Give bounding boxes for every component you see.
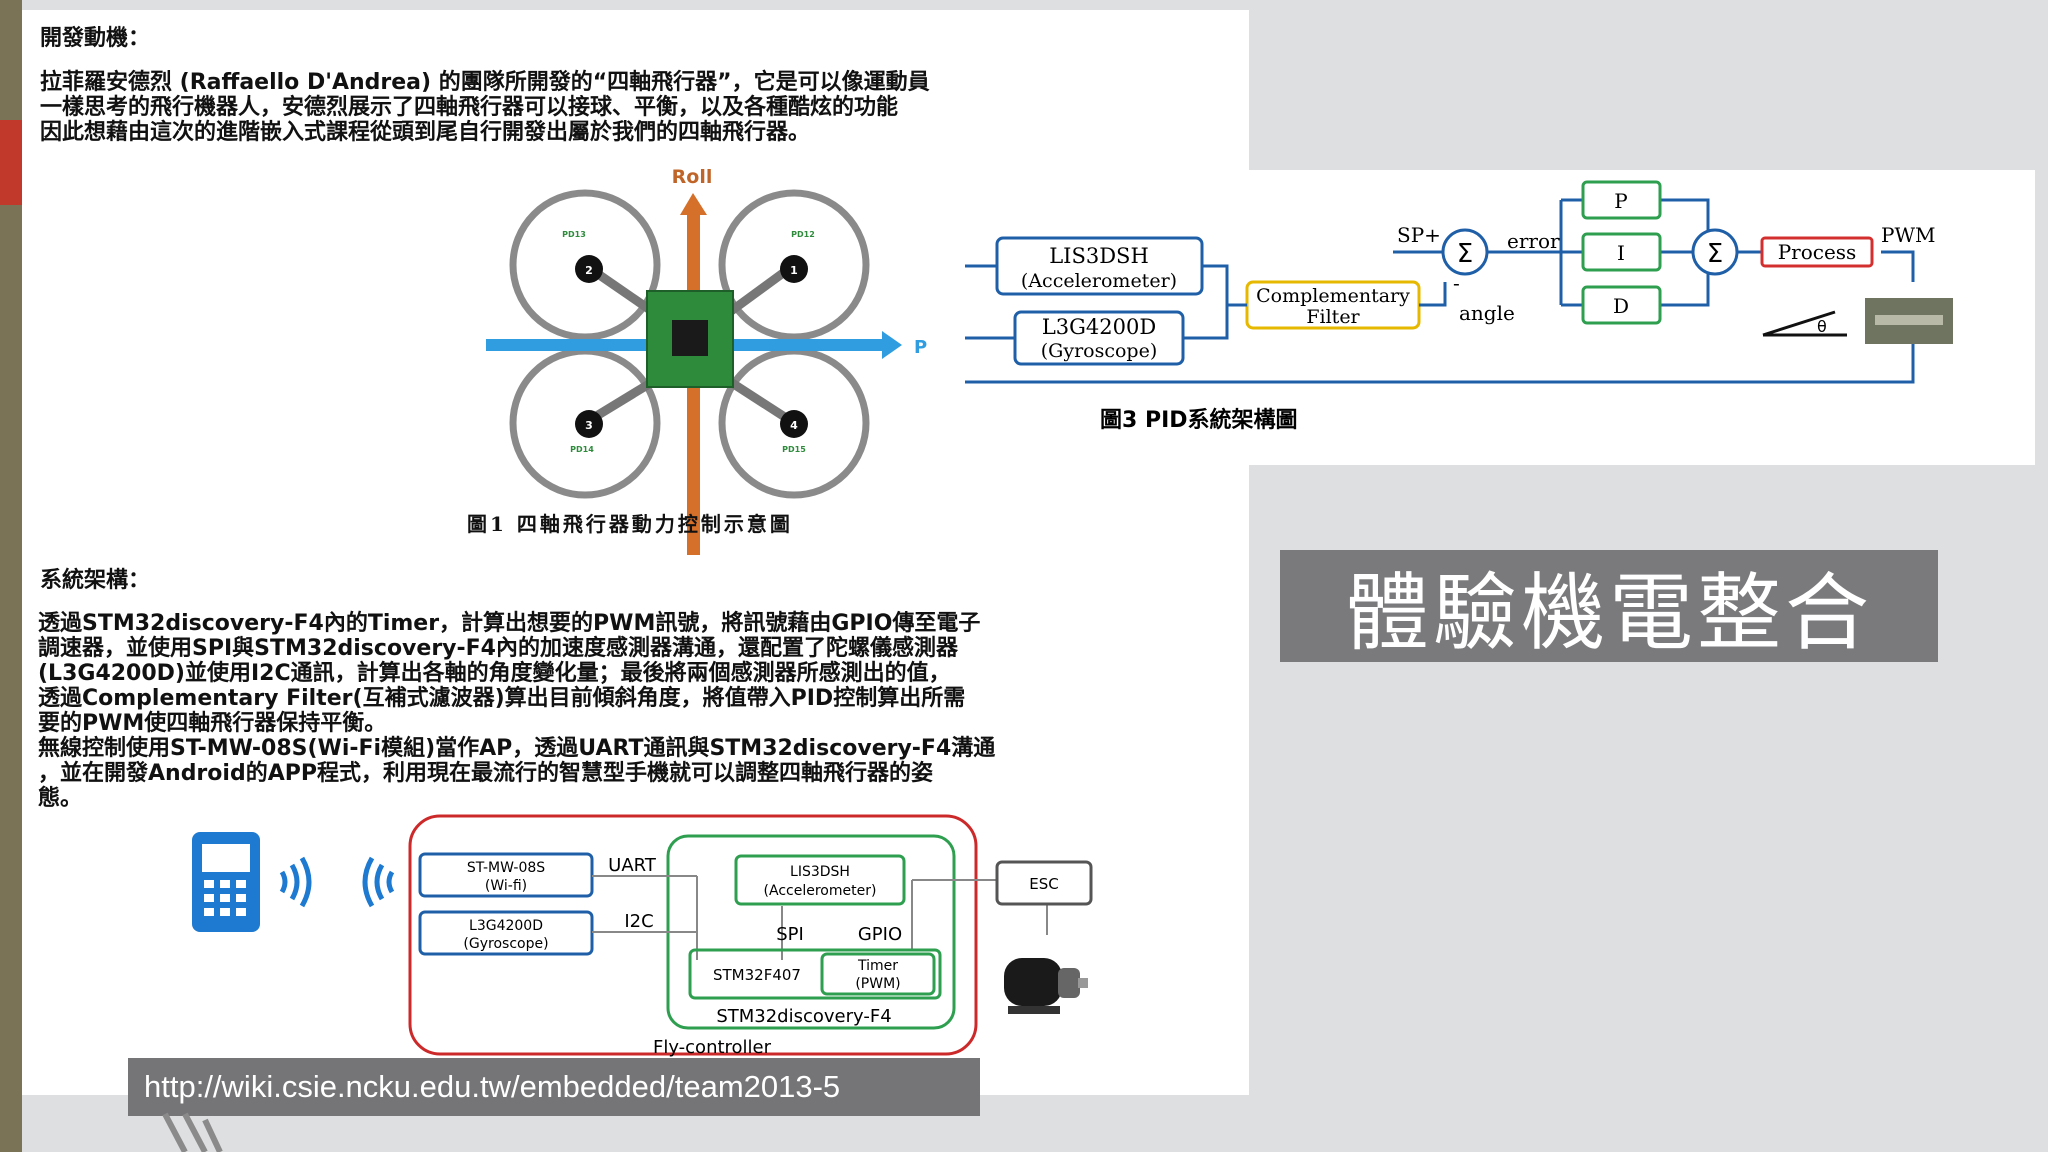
motor-2: 2 PD13 (562, 230, 603, 283)
architecture-line: 調速器，並使用SPI與STM32discovery-F4內的加速度感測器溝通，還… (38, 636, 958, 661)
motivation-heading: 開發動機： (40, 26, 151, 51)
sum-symbol: Σ (1707, 239, 1723, 269)
motor-number: 1 (790, 264, 798, 277)
motor-3: 3 PD14 (570, 410, 603, 454)
i-label: I (1617, 241, 1625, 265)
i2c-label: I2C (624, 911, 653, 932)
setpoint-label: SP+ (1397, 223, 1441, 247)
motor-pin: PD12 (791, 230, 815, 239)
sidebar-accent-bar (0, 120, 22, 205)
motor-pin: PD14 (570, 445, 594, 454)
rotor-circle (509, 189, 661, 341)
wireless-waves-icon (279, 856, 395, 908)
gpio-label: GPIO (858, 924, 902, 945)
timer-box (820, 952, 936, 996)
accelerometer-name: LIS3DSH (790, 864, 850, 880)
architecture-line: 態。 (38, 786, 83, 811)
architecture-paragraph: 透過STM32discovery-F4內的Timer，計算出想要的PWM訊號，將… (38, 611, 995, 811)
motor-number: 4 (790, 419, 798, 432)
d-label: D (1613, 294, 1629, 318)
accelerometer-block-desc: (Accelerometer) (1021, 270, 1177, 292)
fly-controller-label: Fly-controller (653, 1037, 772, 1058)
d-block (1581, 285, 1662, 325)
stm32f407-box (688, 948, 942, 1000)
slide-title: 體驗機電整合 (1344, 563, 1873, 662)
i-block (1581, 232, 1662, 272)
motor-icon (1004, 958, 1088, 1014)
spi-label: SPI (776, 924, 804, 945)
motor-1: 1 PD12 (780, 230, 815, 283)
process-block (1760, 236, 1874, 268)
rotor-circle (718, 189, 870, 341)
quadcopter-diagram: Roll P 2 PD13 1 PD12 (486, 166, 927, 555)
quadcopter-photo-arm (1875, 315, 1943, 325)
architecture-line: ，並在開發Android的APP程式，利用現在最流行的智慧型手機就可以調整四軸飛… (38, 761, 933, 786)
signal-lines (938, 198, 1915, 384)
motivation-paragraph: 拉菲羅安德烈 (Raffaello D'Andrea) 的團隊所開發的“四軸飛行… (40, 70, 930, 145)
phone-icon (192, 832, 260, 932)
pid-block-diagram: LIS3DSH (Accelerometer) L3G4200D (Gyrosc… (938, 180, 1953, 433)
slide-title-box: 體驗機電整合 (1280, 550, 1938, 662)
architecture-line: 透過Complementary Filter(互補式濾波器)算出目前傾斜角度，將… (38, 686, 966, 711)
board-chip (672, 320, 708, 356)
wifi-module-name: ST-MW-08S (467, 860, 545, 876)
filter-name: Complementary (1256, 285, 1410, 307)
motivation-line: 拉菲羅安德烈 (Raffaello D'Andrea) 的團隊所開發的“四軸飛行… (40, 70, 930, 95)
process-label: Process (1778, 240, 1857, 264)
esc-box (995, 860, 1093, 906)
sum-symbol: Σ (1457, 239, 1473, 269)
tilt-angle-icon (1762, 310, 1847, 337)
left-sidebar-band (0, 0, 22, 1152)
architecture-line: 無線控制使用ST-MW-08S(Wi-Fi模組)當作AP，透過UART通訊與ST… (38, 736, 996, 761)
pid-diagram-image: LIS3DSH (Accelerometer) L3G4200D (Gyrosc… (938, 170, 2035, 465)
angle-label: angle (1459, 301, 1515, 325)
architecture-line: 要的PWM使四軸飛行器保持平衡。 (38, 711, 387, 736)
roll-label: Roll (672, 166, 713, 188)
motivation-line: 一樣思考的飛行機器人，安德烈展示了四軸飛行器可以接球、平衡，以及各種酷炫的功能 (40, 95, 899, 120)
stm32f407-label: STM32F407 (713, 966, 801, 984)
source-url-box: http://wiki.csie.ncku.edu.tw/embedded/te… (128, 1058, 980, 1116)
source-url[interactable]: http://wiki.csie.ncku.edu.tw/embedded/te… (144, 1069, 841, 1104)
motor-4: 4 PD15 (780, 410, 808, 454)
block-diagram: ST-MW-08S (Wi-fi) L3G4200D (Gyroscope) U… (192, 814, 1093, 1058)
wifi-module-desc: (Wi-fi) (485, 878, 527, 894)
theta-label: θ (1817, 317, 1827, 336)
gyroscope-block-desc: (Gyroscope) (1041, 340, 1158, 362)
board-label: STM32discovery-F4 (716, 1006, 891, 1027)
decorative-stripes (162, 1112, 223, 1152)
motor-number: 2 (585, 264, 593, 277)
filter-desc: Filter (1306, 306, 1360, 328)
summing-junction-1 (1441, 228, 1489, 276)
p-label: P (1614, 189, 1627, 213)
uart-label: UART (608, 855, 657, 876)
pitch-arrowhead (882, 331, 902, 359)
p-block (1581, 180, 1662, 220)
fly-controller-box (408, 814, 978, 1056)
gyroscope-desc: (Gyroscope) (463, 936, 548, 952)
motor-pin: PD13 (562, 230, 586, 239)
figure1-caption: 圖1 四軸飛行器動力控制示意圖 (467, 512, 793, 536)
error-label: error (1507, 229, 1560, 253)
minus-label: - (1453, 271, 1460, 295)
motor-number: 3 (585, 419, 593, 432)
summing-junction-2 (1691, 228, 1739, 276)
pwm-label: PWM (1881, 223, 1936, 247)
architecture-line: (L3G4200D)並使用I2C通訊，計算出各軸的角度變化量；最後將兩個感測器所… (38, 661, 951, 686)
document-image: 開發動機： 拉菲羅安德烈 (Raffaello D'Andrea) 的團隊所開發… (22, 10, 1249, 1095)
timer-name: Timer (857, 958, 898, 974)
motivation-line: 因此想藉由這次的進階嵌入式課程從頭到尾自行開發出屬於我們的四軸飛行器。 (40, 120, 811, 145)
accelerometer-block-name: LIS3DSH (1049, 244, 1149, 268)
accelerometer-box (734, 854, 906, 906)
esc-label: ESC (1029, 875, 1058, 893)
figure3-caption: 圖3 PID系統架構圖 (1100, 407, 1298, 433)
roll-arrowhead (680, 193, 707, 215)
architecture-heading: 系統架構： (40, 568, 151, 593)
architecture-line: 透過STM32discovery-F4內的Timer，計算出想要的PWM訊號，將… (38, 611, 981, 636)
accelerometer-desc: (Accelerometer) (764, 883, 877, 899)
pitch-label: P (914, 337, 927, 358)
motor-pin: PD15 (782, 445, 806, 454)
timer-desc: (PWM) (855, 976, 900, 992)
gyroscope-block-name: L3G4200D (1042, 315, 1156, 339)
gyroscope-name: L3G4200D (469, 918, 543, 934)
